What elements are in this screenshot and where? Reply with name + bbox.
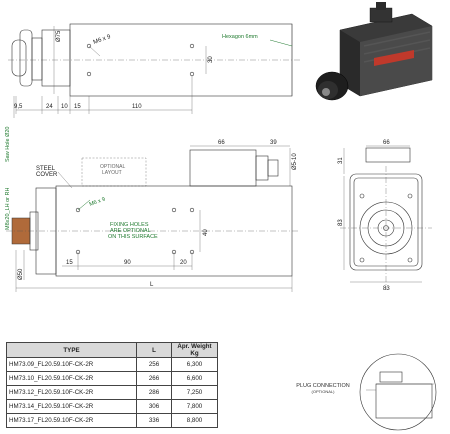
dim-40: 40 [203, 229, 209, 236]
cell-length: 256 [136, 357, 172, 372]
saw-hole-label: Saw Hole Ø20 [5, 127, 11, 162]
cell-type: HM73.12_FL20.59.10F-CK-2R [6, 385, 137, 400]
table-row: HM73.10_FL20.59.10F-CK-2R 266 6,600 [6, 371, 218, 386]
table-header-row: TYPE L Apr. Weight Kg [6, 342, 218, 358]
side-view: 66 39 Ø5-10 OPTIONAL LAYOUT STEEL COVER … [5, 140, 300, 292]
dim-dia-5-10: Ø5-10 [292, 153, 298, 170]
dim-10: 10 [61, 104, 68, 110]
dim-dia-75: Ø75 [56, 30, 62, 42]
cell-type: HM73.09_FL20.59.10F-CK-2R [6, 357, 137, 372]
dim-24: 24 [46, 104, 53, 110]
dim-m6x9-top: M6 x 9 [93, 34, 113, 46]
dim-9-5: 9,5 [14, 104, 23, 110]
fixing-holes-note: FIXING HOLES ARE OPTIONAL ON THIS SURFAC… [108, 222, 158, 240]
plug-label-text: PLUG CONNECTION [296, 383, 350, 389]
fixing-line-3: ON THIS SURFACE [108, 234, 158, 240]
dim-15-side: 15 [66, 260, 73, 266]
dim-30: 30 [208, 56, 214, 63]
spec-table: TYPE L Apr. Weight Kg HM73.09_FL20.59.10… [6, 342, 218, 428]
dim-31: 31 [338, 157, 344, 164]
dim-83-vertical: 83 [338, 219, 344, 226]
optional-line-1: OPTIONAL [100, 164, 126, 170]
steel-cover-label: STEEL [36, 166, 56, 172]
dim-dia-50: Ø50 [18, 268, 24, 280]
cell-length: 306 [136, 399, 172, 414]
cell-weight: 8,800 [171, 413, 218, 428]
cell-length: 286 [136, 385, 172, 400]
dim-90: 90 [124, 260, 131, 266]
dim-m6x9-side: M6 x 9 [89, 197, 107, 208]
table-row: HM73.17_FL20.59.10F-CK-2R 336 8,800 [6, 413, 218, 428]
dim-39: 39 [270, 140, 277, 146]
table-row: HM73.09_FL20.59.10F-CK-2R 256 6,300 [6, 357, 218, 372]
table-row: HM73.14_FL20.59.10F-CK-2R 306 7,800 [6, 399, 218, 414]
end-view: 66 31 83 83 [338, 140, 432, 292]
plug-detail [359, 353, 437, 431]
optional-layout-label: OPTIONAL LAYOUT [100, 164, 127, 176]
steel-cover-label-2: COVER [36, 172, 58, 178]
thread-label: M8x20_LH or RH [5, 187, 11, 230]
dim-L: L [150, 282, 154, 288]
dim-110: 110 [132, 104, 142, 110]
table-row: HM73.12_FL20.59.10F-CK-2R 286 7,250 [6, 385, 218, 400]
fixing-line-2: ARE OPTIONAL [110, 228, 151, 234]
cell-type: HM73.14_FL20.59.10F-CK-2R [6, 399, 137, 414]
col-type: TYPE [6, 342, 137, 358]
fixing-line-1: FIXING HOLES [110, 222, 149, 228]
dim-66-side: 66 [218, 140, 225, 146]
cell-weight: 7,250 [171, 385, 218, 400]
top-view: Ø75 M6 x 9 Hexagon 6mm 30 9,5 24 10 15 1… [5, 23, 300, 162]
cell-length: 266 [136, 371, 172, 386]
dim-66-end: 66 [383, 140, 390, 146]
dim-20: 20 [180, 260, 187, 266]
hexagon-label: Hexagon 6mm [222, 34, 258, 40]
col-length: L [136, 342, 172, 358]
cell-weight: 6,600 [171, 371, 218, 386]
plug-connection-label: PLUG CONNECTION (OPTIONAL) [288, 383, 358, 395]
plug-label-sub: (OPTIONAL) [311, 389, 335, 394]
cell-type: HM73.10_FL20.59.10F-CK-2R [6, 371, 137, 386]
motor-photo [315, 2, 433, 101]
cell-weight: 7,800 [171, 399, 218, 414]
cell-type: HM73.17_FL20.59.10F-CK-2R [6, 413, 137, 428]
cell-weight: 6,300 [171, 357, 218, 372]
dim-83-horizontal: 83 [383, 286, 390, 292]
dim-15-top: 15 [74, 104, 81, 110]
col-weight: Apr. Weight Kg [171, 342, 218, 358]
optional-line-2: LAYOUT [102, 170, 122, 176]
cell-length: 336 [136, 413, 172, 428]
